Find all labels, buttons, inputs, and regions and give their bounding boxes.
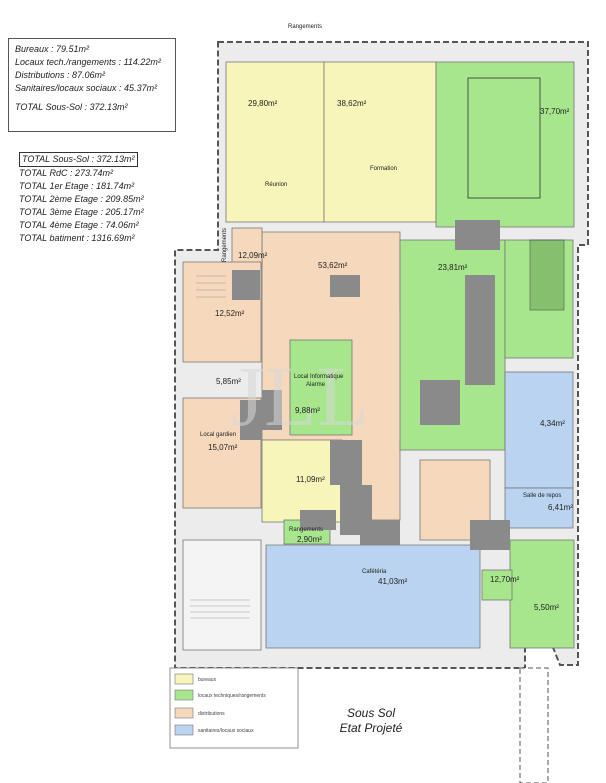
label-area-12-09: 12,09m² — [238, 251, 268, 260]
label-area-23-81: 23,81m² — [438, 263, 468, 272]
legend-swatch-distributions — [174, 707, 194, 719]
total-sous-sol: TOTAL Sous-Sol : 372.13m² — [19, 152, 138, 167]
room-tech-bottom-right — [509, 539, 575, 649]
room-local-informatique — [289, 339, 353, 436]
summary-locaux-tech: Locaux tech./rangements : 114.22m² — [15, 57, 161, 67]
room-tech-top-right — [435, 61, 575, 228]
label-alarme: Alarme — [306, 382, 326, 388]
label-area-12-70: 12,70m² — [490, 575, 520, 584]
label-reunion: Réunion — [265, 182, 287, 188]
summary-total-sous-sol: TOTAL Sous-Sol : 372.13m² — [15, 102, 128, 112]
legend-swatch-bureaux — [174, 673, 194, 685]
label-area-38-62: 38,62m² — [337, 99, 367, 108]
legend-swatch-locaux — [174, 689, 194, 701]
room-office-small — [261, 439, 343, 523]
room-reunion-area — [225, 61, 325, 223]
jll-watermark: JLL — [231, 348, 370, 444]
structure-blocks — [232, 220, 510, 550]
label-cafeteria: Cafétéria — [362, 569, 387, 575]
label-area-9-88: 9,88m² — [295, 406, 320, 415]
label-area-5-50: 5,50m² — [534, 603, 559, 612]
label-local-gardien: Local gardien — [200, 432, 236, 438]
building-totals-box: TOTAL Sous-Sol : 372.13m² TOTAL RdC : 27… — [14, 150, 154, 250]
label-rangements-mid: Rangements — [289, 527, 323, 533]
label-area-4-34: 4,34m² — [540, 419, 565, 428]
total-etage-1: TOTAL 1er Etage : 181.74m² — [19, 181, 135, 191]
room-formation-area — [323, 61, 437, 223]
room-tech-small — [481, 569, 513, 601]
stair-lines — [190, 275, 250, 619]
room-salle-repos — [504, 487, 574, 529]
legend-label-bureaux: bureaux — [198, 677, 217, 683]
summary-sanitaires: Sanitaires/locaux sociaux : 45.37m² — [15, 83, 158, 93]
caption-etat-projete: Etat Projeté — [339, 721, 403, 735]
legend-label-sanitaires: sanitaires/locaux sociaux — [198, 728, 254, 734]
total-etage-4: TOTAL 4ème Etage : 74.06m² — [19, 220, 139, 230]
label-area-12-52: 12,52m² — [215, 309, 245, 318]
room-sanitaires — [504, 371, 574, 489]
label-rangements-top: Rangements — [288, 24, 322, 30]
total-etage-3: TOTAL 3ème Etage : 205.17m² — [19, 207, 144, 217]
access-ramp — [519, 667, 549, 783]
total-rdc: TOTAL RdC : 273.74m² — [19, 168, 114, 178]
label-area-37-70: 37,70m² — [540, 107, 570, 116]
total-etage-2: TOTAL 2ème Etage : 209.85m² — [19, 194, 144, 204]
legend-label-distributions: distributions — [198, 711, 225, 717]
area-summary-box: Bureaux : 79.51m² Locaux tech./rangement… — [8, 38, 176, 132]
summary-distributions: Distributions : 87.06m² — [15, 70, 106, 80]
label-salle-repos: Salle de repos — [523, 493, 561, 499]
room-cafeteria — [265, 544, 481, 649]
label-area-53-62: 53,62m² — [318, 261, 348, 270]
label-area-15-07: 15,07m² — [208, 443, 238, 452]
label-area-11-09: 11,09m² — [296, 475, 325, 484]
label-area-41-03: 41,03m² — [378, 577, 408, 586]
label-area-6-41: 6,41m² — [548, 503, 573, 512]
room-stair-lower — [182, 539, 262, 651]
label-local-informatique: Local Informatique — [294, 374, 344, 380]
label-area-29-80: 29,80m² — [248, 99, 278, 108]
legend-swatch-sanitaires — [174, 724, 194, 736]
legend: bureaux locaux techniques/rangements dis… — [169, 667, 299, 749]
label-rangements-side: Rangements — [222, 228, 228, 262]
caption-sous-sol: Sous Sol — [346, 706, 396, 720]
label-formation: Formation — [370, 166, 397, 172]
label-area-2-90: 2,90m² — [297, 535, 322, 544]
label-area-5-85: 5,85m² — [216, 377, 241, 386]
pit-outline — [467, 77, 541, 199]
total-batiment: TOTAL batiment : 1316.69m² — [19, 233, 135, 243]
shaft-hatched — [529, 239, 565, 311]
legend-label-locaux: locaux techniques/rangements — [198, 693, 266, 699]
summary-bureaux: Bureaux : 79.51m² — [15, 44, 90, 54]
